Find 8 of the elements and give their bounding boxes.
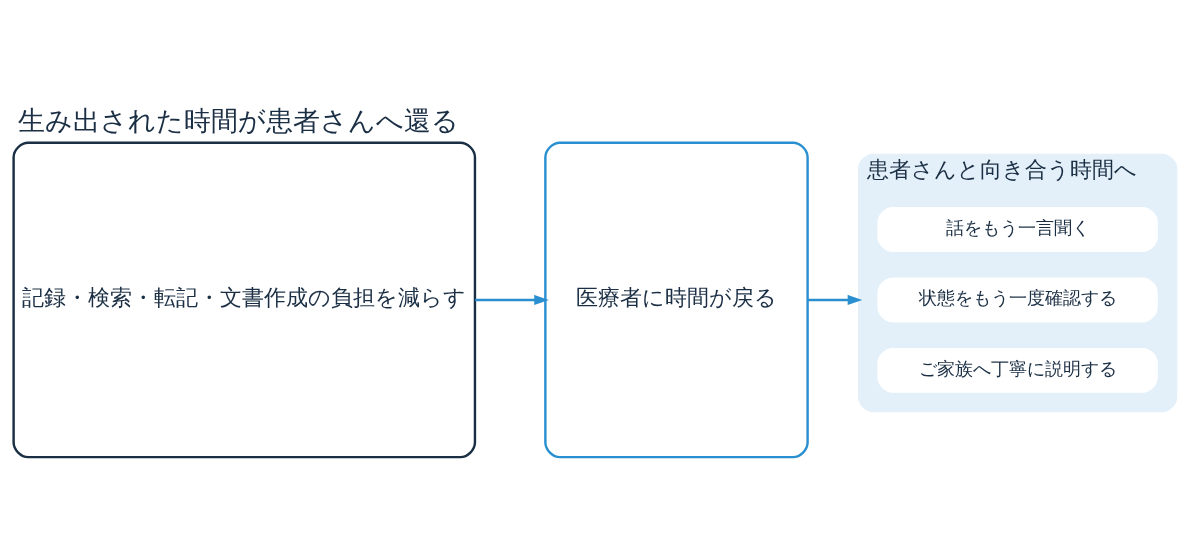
- node-box: ご家族へ丁寧に説明する: [877, 347, 1158, 393]
- node-box: 状態をもう一度確認する: [877, 276, 1158, 322]
- arrow: [475, 294, 549, 305]
- node-box: 記録・検索・転記・文書作成の負担を減らす: [12, 141, 477, 458]
- node-box: 話をもう一言聞く: [877, 206, 1158, 252]
- node-box: 医療者に時間が戻る: [544, 141, 809, 458]
- diagram-title: 生み出された時間が患者さんへ還る: [18, 104, 460, 136]
- arrow: [807, 294, 863, 305]
